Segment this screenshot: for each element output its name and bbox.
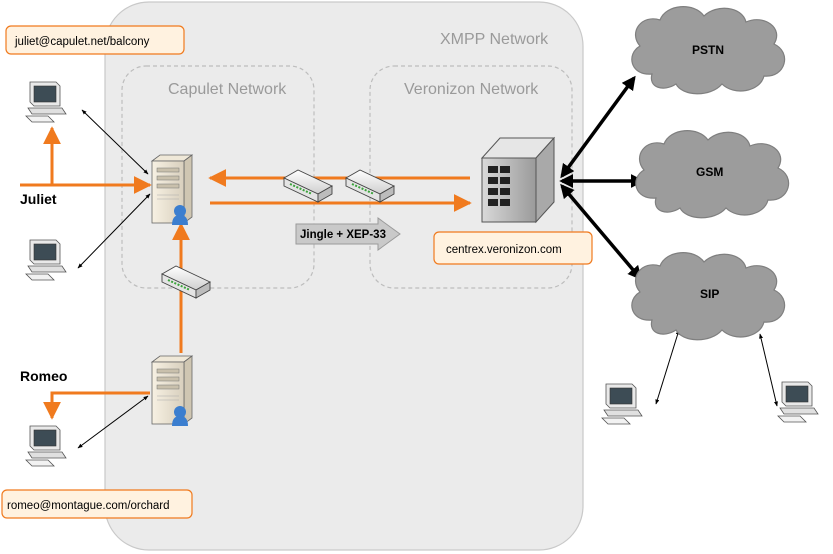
protocol-label: Jingle + XEP-33 [300,229,386,241]
gsm-label: GSM [696,165,723,179]
thin-links [77,109,778,449]
centrex-label-box: centrex.veronizon.com [433,231,593,265]
juliet-name: Juliet [20,191,57,207]
sip-label: SIP [700,287,719,301]
centrex-server-icon [480,136,556,224]
pstn-cloud: PSTN [631,6,786,95]
juliet-jid-label: juliet@capulet.net/balcony [14,36,150,48]
romeo-jid-label-box: romeo@montague.com/orchard [1,489,193,519]
capulet-server-icon [151,154,193,226]
veronizon-network-title: Veronizon Network [404,81,539,98]
centrex-label: centrex.veronizon.com [446,244,562,256]
gsm-cloud: GSM [635,130,790,219]
sip-pc-left-icon [601,383,643,425]
xmpp-network-title: XMPP Network [440,31,549,48]
pstn-label: PSTN [692,43,724,57]
romeo-pc-icon [25,425,67,467]
capulet-network-title: Capulet Network [168,81,287,98]
romeo-name: Romeo [20,368,67,384]
juliet-pc-icon [25,81,67,123]
protocol-arrow: Jingle + XEP-33 [295,217,401,251]
juliet-second-pc-icon [25,239,67,281]
sip-pc-right-icon [777,381,819,423]
sip-cloud: SIP [631,252,786,341]
bold-links [559,75,645,281]
montague-server-icon [151,355,193,427]
romeo-jid-label: romeo@montague.com/orchard [7,500,170,512]
juliet-jid-label-box: juliet@capulet.net/balcony [5,25,185,55]
